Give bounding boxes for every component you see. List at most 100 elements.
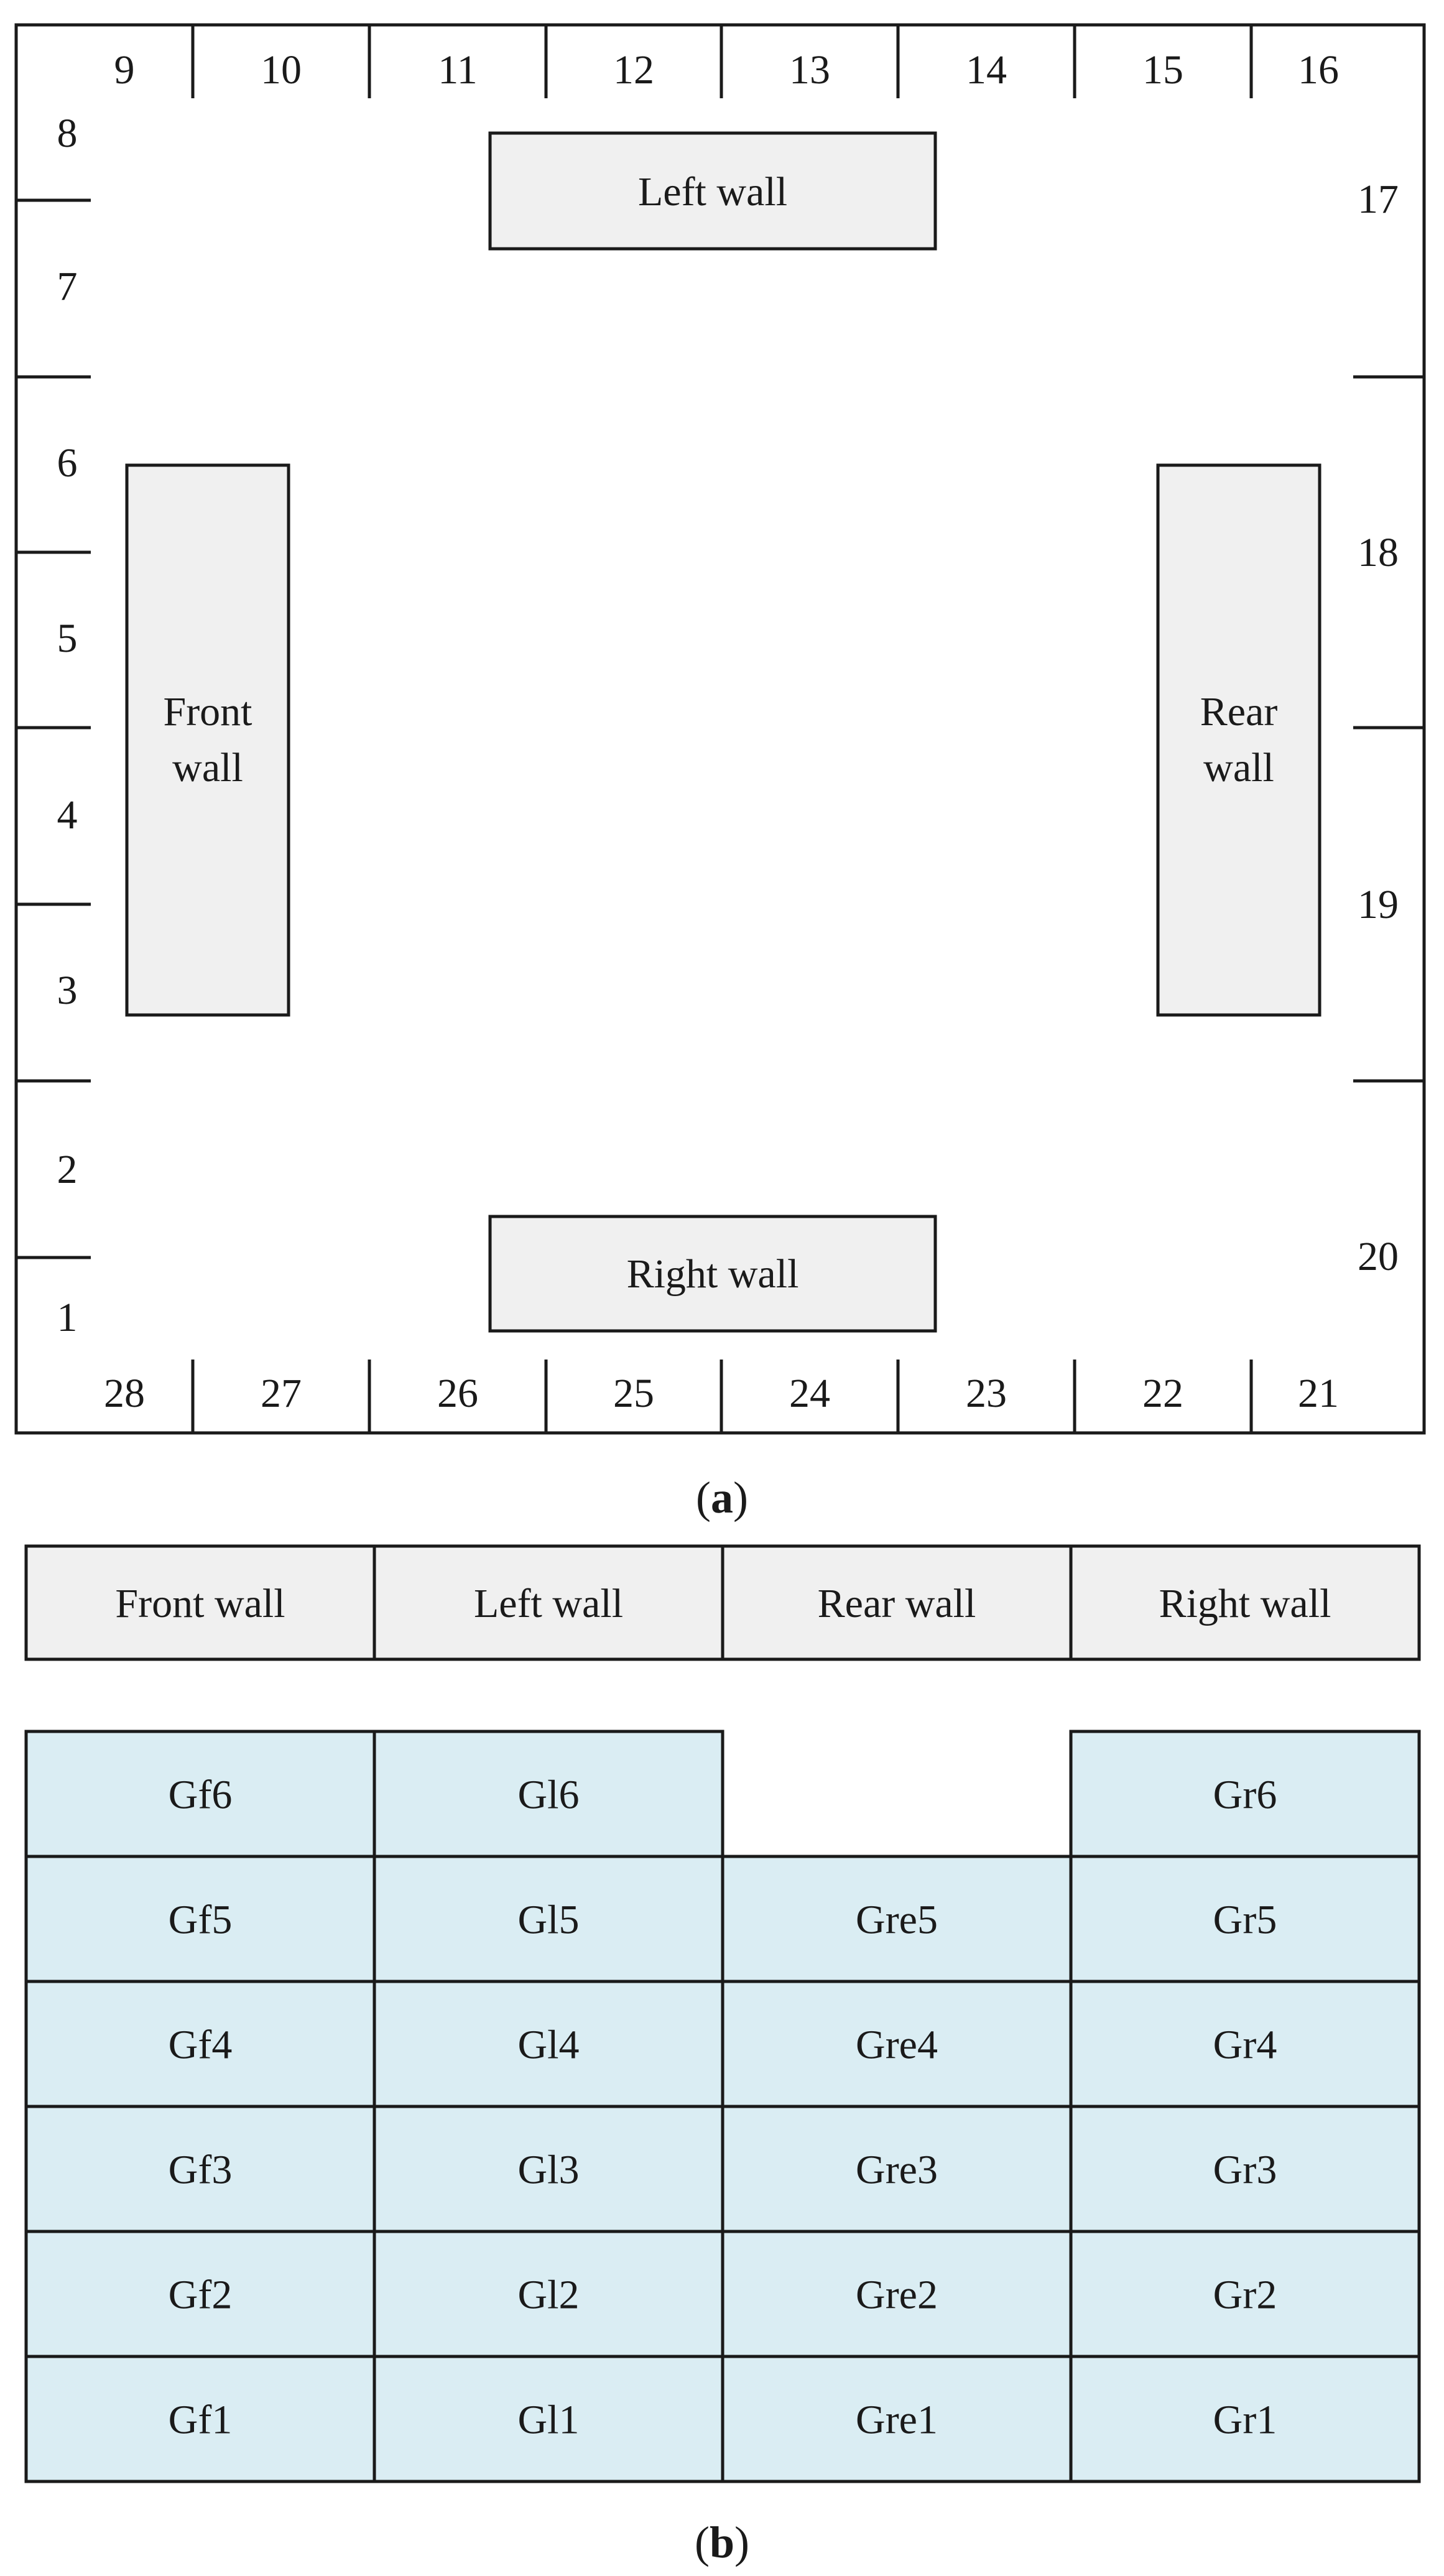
zone-cell-label: Gl3 — [518, 2147, 580, 2193]
zone-number: 3 — [57, 968, 78, 1013]
caption-b: (b) — [695, 2518, 749, 2567]
zone-number: 16 — [1298, 47, 1339, 93]
front-wall-label-line1: Front — [163, 689, 252, 734]
zone-cell-box — [373, 2105, 724, 2233]
zone-cell-label: Gf5 — [169, 1897, 233, 1943]
right-zone-dividers — [1353, 375, 1424, 1083]
zone-cell-box — [24, 2105, 376, 2233]
header-label: Right wall — [1159, 1581, 1331, 1626]
zone-cell-box — [373, 1855, 724, 1983]
zone-cell-label: Gl2 — [518, 2273, 580, 2318]
zone-number: 6 — [57, 440, 78, 486]
zone-number: 13 — [789, 47, 830, 93]
header-label: Rear wall — [818, 1581, 976, 1626]
zone-cell-box — [721, 2230, 1073, 2358]
zone-cell-box — [721, 1980, 1073, 2108]
header-right-wall: Right wall — [1069, 1544, 1421, 1661]
zone-cell-label: Gf3 — [169, 2147, 233, 2193]
zone-number: 24 — [789, 1371, 830, 1416]
zone-number: 27 — [261, 1371, 302, 1416]
zone-cell-box — [373, 2355, 724, 2483]
zone-cell: Gr6 — [1069, 1730, 1421, 1858]
zone-number: 8 — [57, 111, 78, 156]
zone-number: 22 — [1142, 1371, 1183, 1416]
zone-cell: Gl4 — [373, 1980, 724, 2108]
zone-cell: Gl2 — [373, 2230, 724, 2358]
rear-wall-label-line1: Rear — [1200, 689, 1278, 734]
left-zone-dividers — [16, 198, 91, 1259]
zone-cell: Gl6 — [373, 1730, 724, 1858]
zone-cell-box — [1069, 2355, 1421, 2483]
left-wall-box: Left wall — [488, 131, 937, 251]
wall-header-row: Front wall Left wall Rear wall Right wal… — [24, 1544, 1421, 1661]
zone-cell: Gre3 — [721, 2105, 1073, 2233]
zone-cell: Gl1 — [373, 2355, 724, 2483]
zone-cell-label: Gl1 — [518, 2398, 580, 2443]
zone-number: 10 — [261, 47, 302, 93]
zone-cell-label: Gf1 — [169, 2398, 233, 2443]
zone-cell: Gl5 — [373, 1855, 724, 1983]
zone-cell-box — [721, 1855, 1073, 1983]
bottom-zone-numbers: 28 27 26 25 24 23 22 21 — [104, 1371, 1339, 1416]
zone-number: 20 — [1358, 1234, 1399, 1279]
zone-number: 17 — [1358, 177, 1399, 222]
zone-cell-label: Gf6 — [169, 1772, 233, 1818]
zone-cell-box — [1069, 1730, 1421, 1858]
zone-cell: Gf5 — [24, 1855, 376, 1983]
right-wall-label: Right wall — [627, 1251, 799, 1297]
zone-number: 2 — [57, 1147, 78, 1192]
zone-cell-label: Gl4 — [518, 2022, 580, 2068]
zone-number: 4 — [57, 792, 78, 838]
zone-cell-label: Gr4 — [1213, 2022, 1277, 2068]
header-label: Left wall — [474, 1581, 623, 1626]
zone-number: 1 — [57, 1295, 78, 1340]
zone-cell-label: Gf2 — [169, 2273, 233, 2318]
right-zone-numbers: 17 18 19 20 — [1358, 177, 1399, 1279]
zone-cell-label: Gl5 — [518, 1897, 580, 1943]
zone-cell-box — [1069, 2230, 1421, 2358]
right-wall-box: Right wall — [488, 1215, 937, 1333]
zone-number: 5 — [57, 616, 78, 661]
zone-cell-box — [24, 2355, 376, 2483]
zone-cell: Gf6 — [24, 1730, 376, 1858]
zone-cell: Gf3 — [24, 2105, 376, 2233]
zone-cell-label: Gre3 — [856, 2147, 938, 2193]
zone-cell-box — [721, 2355, 1073, 2483]
left-zone-numbers: 8 7 6 5 4 3 2 1 — [57, 111, 78, 1340]
zone-cell-label: Gre4 — [856, 2022, 938, 2068]
zone-number: 14 — [966, 47, 1007, 93]
left-wall-label: Left wall — [638, 169, 787, 215]
zone-cell-box — [24, 1980, 376, 2108]
header-front-wall: Front wall — [24, 1544, 376, 1661]
zone-cell-box — [373, 1980, 724, 2108]
zone-number: 26 — [437, 1371, 478, 1416]
header-label: Front wall — [115, 1581, 285, 1626]
zone-cell-label: Gf4 — [169, 2022, 233, 2068]
top-zone-dividers — [191, 25, 1253, 98]
zone-number: 23 — [966, 1371, 1007, 1416]
front-wall-label-line2: wall — [172, 745, 243, 790]
zone-cell: Gr4 — [1069, 1980, 1421, 2108]
zone-cell-box — [1069, 1980, 1421, 2108]
rear-wall-box: Rear wall — [1156, 463, 1321, 1017]
bottom-zone-dividers — [191, 1360, 1253, 1433]
zone-cell: Gf1 — [24, 2355, 376, 2483]
zone-cell-label: Gl6 — [518, 1772, 580, 1818]
zone-cell-label: Gr2 — [1213, 2273, 1277, 2318]
zone-number: 15 — [1142, 47, 1183, 93]
zone-cell: Gf4 — [24, 1980, 376, 2108]
zone-cell: Gr2 — [1069, 2230, 1421, 2358]
zone-number: 21 — [1298, 1371, 1339, 1416]
zone-cell-label: Gre2 — [856, 2273, 938, 2318]
zone-cell: Gf2 — [24, 2230, 376, 2358]
zone-cell-label: Gre5 — [856, 1897, 938, 1943]
header-rear-wall: Rear wall — [721, 1544, 1073, 1661]
zone-cell: Gre5 — [721, 1855, 1073, 1983]
zone-number: 28 — [104, 1371, 145, 1416]
zone-number: 12 — [613, 47, 654, 93]
zone-cell: Gr3 — [1069, 2105, 1421, 2233]
header-left-wall: Left wall — [373, 1544, 724, 1661]
zone-cell-label: Gr6 — [1213, 1772, 1277, 1818]
